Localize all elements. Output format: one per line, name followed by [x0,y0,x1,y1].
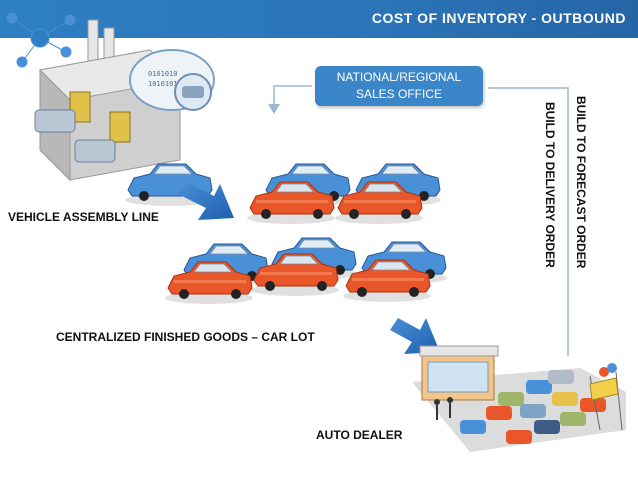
car-lot-label: CENTRALIZED FINISHED GOODS – CAR LOT [56,330,315,344]
page-title: COST OF INVENTORY - OUTBOUND [371,10,626,26]
flow-arrow-icon [178,182,234,220]
order-flow-line [488,87,569,356]
auto-dealer-label: AUTO DEALER [316,428,403,442]
factory-icon: 0101010 1010101 [34,19,215,182]
svg-text:0101010: 0101010 [148,70,178,78]
dealer-icon [412,345,626,452]
assembly-line-label: VEHICLE ASSEMBLY LINE [8,210,159,224]
network-icon [6,12,76,68]
order-flow-line [273,85,312,106]
build-to-forecast-label: BUILD TO FORECAST ORDER [574,96,588,269]
arrowhead-icon [268,104,280,114]
build-to-delivery-label: BUILD TO DELIVERY ORDER [543,102,557,268]
sales-office-line2: SALES OFFICE [355,87,443,101]
svg-text:1010101: 1010101 [148,80,178,88]
sales-office-line1: NATIONAL/REGIONAL [336,70,462,84]
flow-arrow-icon [390,318,440,354]
sales-office-box: NATIONAL/REGIONAL SALES OFFICE [315,66,483,106]
